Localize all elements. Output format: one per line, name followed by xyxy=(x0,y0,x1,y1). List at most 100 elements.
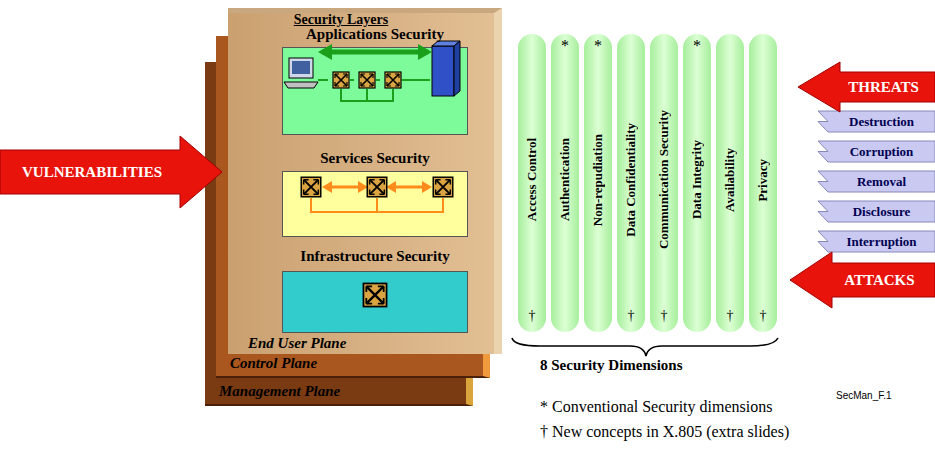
threat-label-wrap: Disclosure xyxy=(830,201,933,222)
footnote-mark: † xyxy=(760,308,767,323)
dimension-name: Privacy xyxy=(755,159,771,202)
security-layer: Infrastructure Security xyxy=(282,247,468,333)
plane-label-wrap: Management Plane xyxy=(219,382,340,400)
plane-label: End User Plane xyxy=(248,335,346,351)
dimension-name: Availability xyxy=(722,148,738,212)
security-dimension: * Authentication xyxy=(551,34,579,332)
services-illustration xyxy=(301,177,453,212)
layers-heading-wrap: Security Layers xyxy=(228,10,454,28)
security-dimension: Communication Security † xyxy=(650,34,678,332)
applications-illustration xyxy=(284,41,460,101)
layer-label-wrap: Services Security xyxy=(262,149,488,167)
tag-shape-outline xyxy=(818,171,935,192)
plane-box: Security LayersEnd User Plane Application… xyxy=(228,8,502,354)
arrow-label: ATTACKS xyxy=(844,272,914,289)
footnote: † New concepts in X.805 (extra slides) xyxy=(540,423,789,440)
threat-label-wrap: Destruction xyxy=(830,111,933,132)
security-layer: Applications Security xyxy=(282,25,468,135)
dimension-name: Access Control xyxy=(524,138,540,221)
plane-label: Control Plane xyxy=(230,355,317,371)
tag-shape-outline xyxy=(818,201,935,222)
layers-heading: Security Layers xyxy=(294,12,388,27)
figure-id: SecMan_F.1 xyxy=(836,390,892,401)
infrastructure-illustration xyxy=(363,283,386,306)
dimension-name-wrap: Non-repudiation xyxy=(584,56,612,304)
dimensions-bracket xyxy=(512,338,778,356)
threat-label-wrap: Interruption xyxy=(830,231,933,252)
figure-id-wrap: SecMan_F.1 xyxy=(836,385,892,403)
dimension-name: Non-repudiation xyxy=(590,134,606,226)
footnote-mark-wrap: * xyxy=(584,37,612,55)
arrow-label: VULNERABILITIES xyxy=(22,164,162,181)
dimension-name-wrap: Data Confidentiality xyxy=(617,56,645,304)
dimensions-caption: 8 Security Dimensions xyxy=(540,357,683,373)
footnote-mark-wrap: * xyxy=(683,37,711,55)
block-arrow: THREATS xyxy=(798,62,935,112)
footnote-mark-wrap: † xyxy=(749,306,777,324)
dimension-name-wrap: Data Integrity xyxy=(683,56,711,304)
arrow-shape-outline xyxy=(0,136,222,208)
footnote-mark: † xyxy=(661,308,668,323)
dimension-name: Data Integrity xyxy=(689,140,705,219)
tag-shape-outline xyxy=(818,111,935,132)
layer-box xyxy=(282,271,468,333)
dimensions-caption-wrap: 8 Security Dimensions xyxy=(540,356,683,374)
footnote-wrap: † New concepts in X.805 (extra slides) xyxy=(540,423,789,441)
threat-label: Destruction xyxy=(849,114,914,130)
threat-tag: Destruction xyxy=(818,111,935,132)
layer-box xyxy=(282,171,468,237)
arrow-label: THREATS xyxy=(848,79,919,96)
threat-label: Removal xyxy=(857,174,906,190)
layer-label-wrap: Infrastructure Security xyxy=(262,247,488,265)
footnote-mark: * xyxy=(594,37,602,54)
block-arrow: ATTACKS xyxy=(790,252,935,308)
footnote-mark-wrap: * xyxy=(551,37,579,55)
footnote-mark: † xyxy=(529,308,536,323)
threat-tag: Corruption xyxy=(818,141,935,162)
arrow-label-wrap: ATTACKS xyxy=(826,252,933,308)
arrow-shape-outline xyxy=(790,252,935,308)
layer-label: Services Security xyxy=(320,150,430,166)
layer-box xyxy=(282,47,468,135)
plane-label-wrap: Control Plane xyxy=(230,354,317,372)
threat-tag: Interruption xyxy=(818,231,935,252)
dimension-name: Authentication xyxy=(557,138,573,221)
footnote-mark-wrap: † xyxy=(650,306,678,324)
security-dimension: * Data Integrity xyxy=(683,34,711,332)
footnote-mark: † xyxy=(727,308,734,323)
security-dimension: Privacy † xyxy=(749,34,777,332)
arrow-label-wrap: THREATS xyxy=(834,62,933,112)
dimension-name-wrap: Communication Security xyxy=(650,56,678,304)
dimension-name-wrap: Privacy xyxy=(749,56,777,304)
arrow-shape-outline xyxy=(798,62,935,112)
threat-label: Disclosure xyxy=(853,204,911,220)
threat-label: Corruption xyxy=(850,144,914,160)
block-arrow: VULNERABILITIES xyxy=(0,136,222,208)
footnote-mark-wrap: † xyxy=(518,306,546,324)
security-dimension: * Non-repudiation xyxy=(584,34,612,332)
footnote: * Conventional Security dimensions xyxy=(540,398,772,415)
security-layer: Services Security xyxy=(282,149,468,237)
tag-shape-outline xyxy=(818,231,935,252)
dimension-name-wrap: Availability xyxy=(716,56,744,304)
threat-label-wrap: Removal xyxy=(830,171,933,192)
dimension-name-wrap: Authentication xyxy=(551,56,579,304)
footnote-mark: * xyxy=(693,37,701,54)
dimension-name: Data Confidentiality xyxy=(623,123,639,237)
security-dimension: Availability † xyxy=(716,34,744,332)
plane-label-wrap: End User Plane xyxy=(248,334,346,352)
footnote-mark: † xyxy=(628,308,635,323)
tag-shape-outline xyxy=(818,141,935,162)
threat-tag: Removal xyxy=(818,171,935,192)
layer-label: Infrastructure Security xyxy=(300,248,449,264)
footnote-mark: * xyxy=(561,37,569,54)
security-dimension: Access Control † xyxy=(518,34,546,332)
plane-label: Management Plane xyxy=(219,383,340,399)
security-dimension: Data Confidentiality † xyxy=(617,34,645,332)
dimension-name: Communication Security xyxy=(656,110,672,249)
threat-label: Interruption xyxy=(846,234,916,250)
dimension-name-wrap: Access Control xyxy=(518,56,546,304)
footnote-mark-wrap: † xyxy=(716,306,744,324)
